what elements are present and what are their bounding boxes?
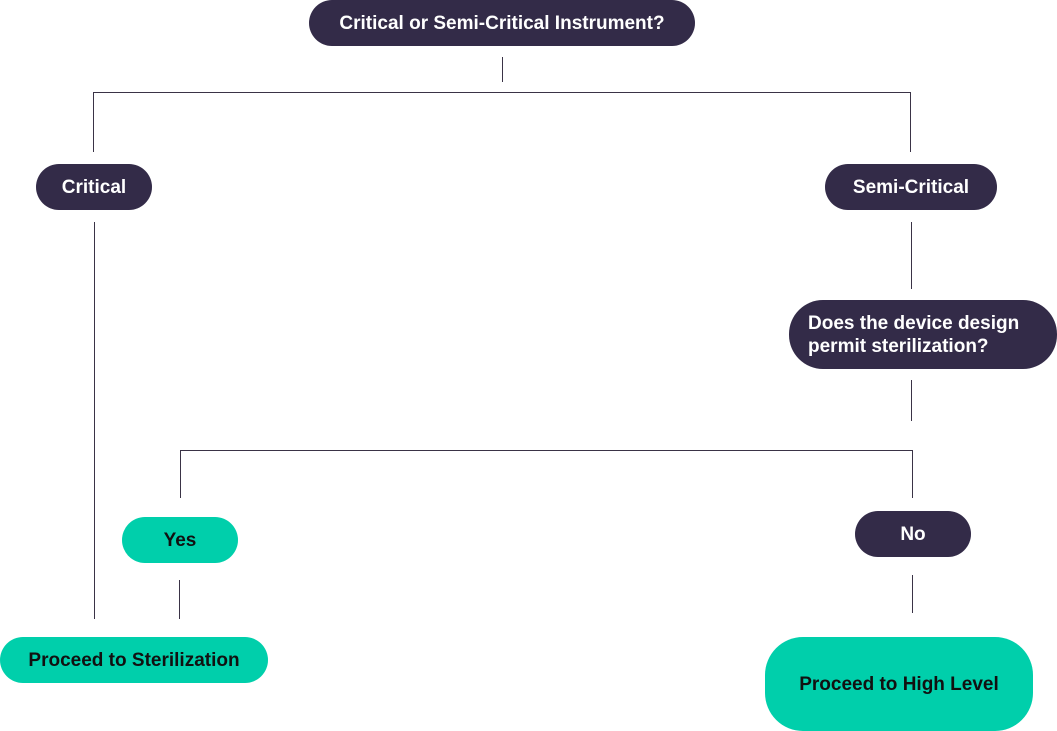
- design-question-line-2: permit sterilization?: [808, 335, 989, 357]
- critical-node: Critical: [36, 164, 152, 210]
- connector-root-down: [502, 57, 503, 82]
- design-question-text: Does the device design permit sterilizat…: [808, 312, 1019, 358]
- design-question-node: Does the device design permit sterilizat…: [789, 300, 1057, 369]
- connector-to-yes: [180, 450, 181, 498]
- connector-to-critical: [93, 92, 94, 152]
- connector-question-branch: [180, 450, 913, 451]
- connector-to-semi-critical: [910, 92, 911, 152]
- connector-yes-to-sterilization: [179, 580, 180, 619]
- connector-to-no: [912, 450, 913, 498]
- connector-root-branch: [93, 92, 911, 93]
- proceed-sterilization-node: Proceed to Sterilization: [0, 637, 268, 683]
- semi-critical-node: Semi-Critical: [825, 164, 997, 210]
- proceed-high-level-node: Proceed to High Level: [765, 637, 1033, 731]
- connector-question-down: [911, 380, 912, 421]
- design-question-line-1: Does the device design: [808, 312, 1020, 334]
- yes-node: Yes: [122, 517, 238, 563]
- connector-no-to-high-level: [912, 575, 913, 613]
- connector-semi-critical-to-question: [911, 222, 912, 289]
- root-question-node: Critical or Semi-Critical Instrument?: [309, 0, 695, 46]
- connector-critical-to-sterilization: [94, 222, 95, 619]
- no-node: No: [855, 511, 971, 557]
